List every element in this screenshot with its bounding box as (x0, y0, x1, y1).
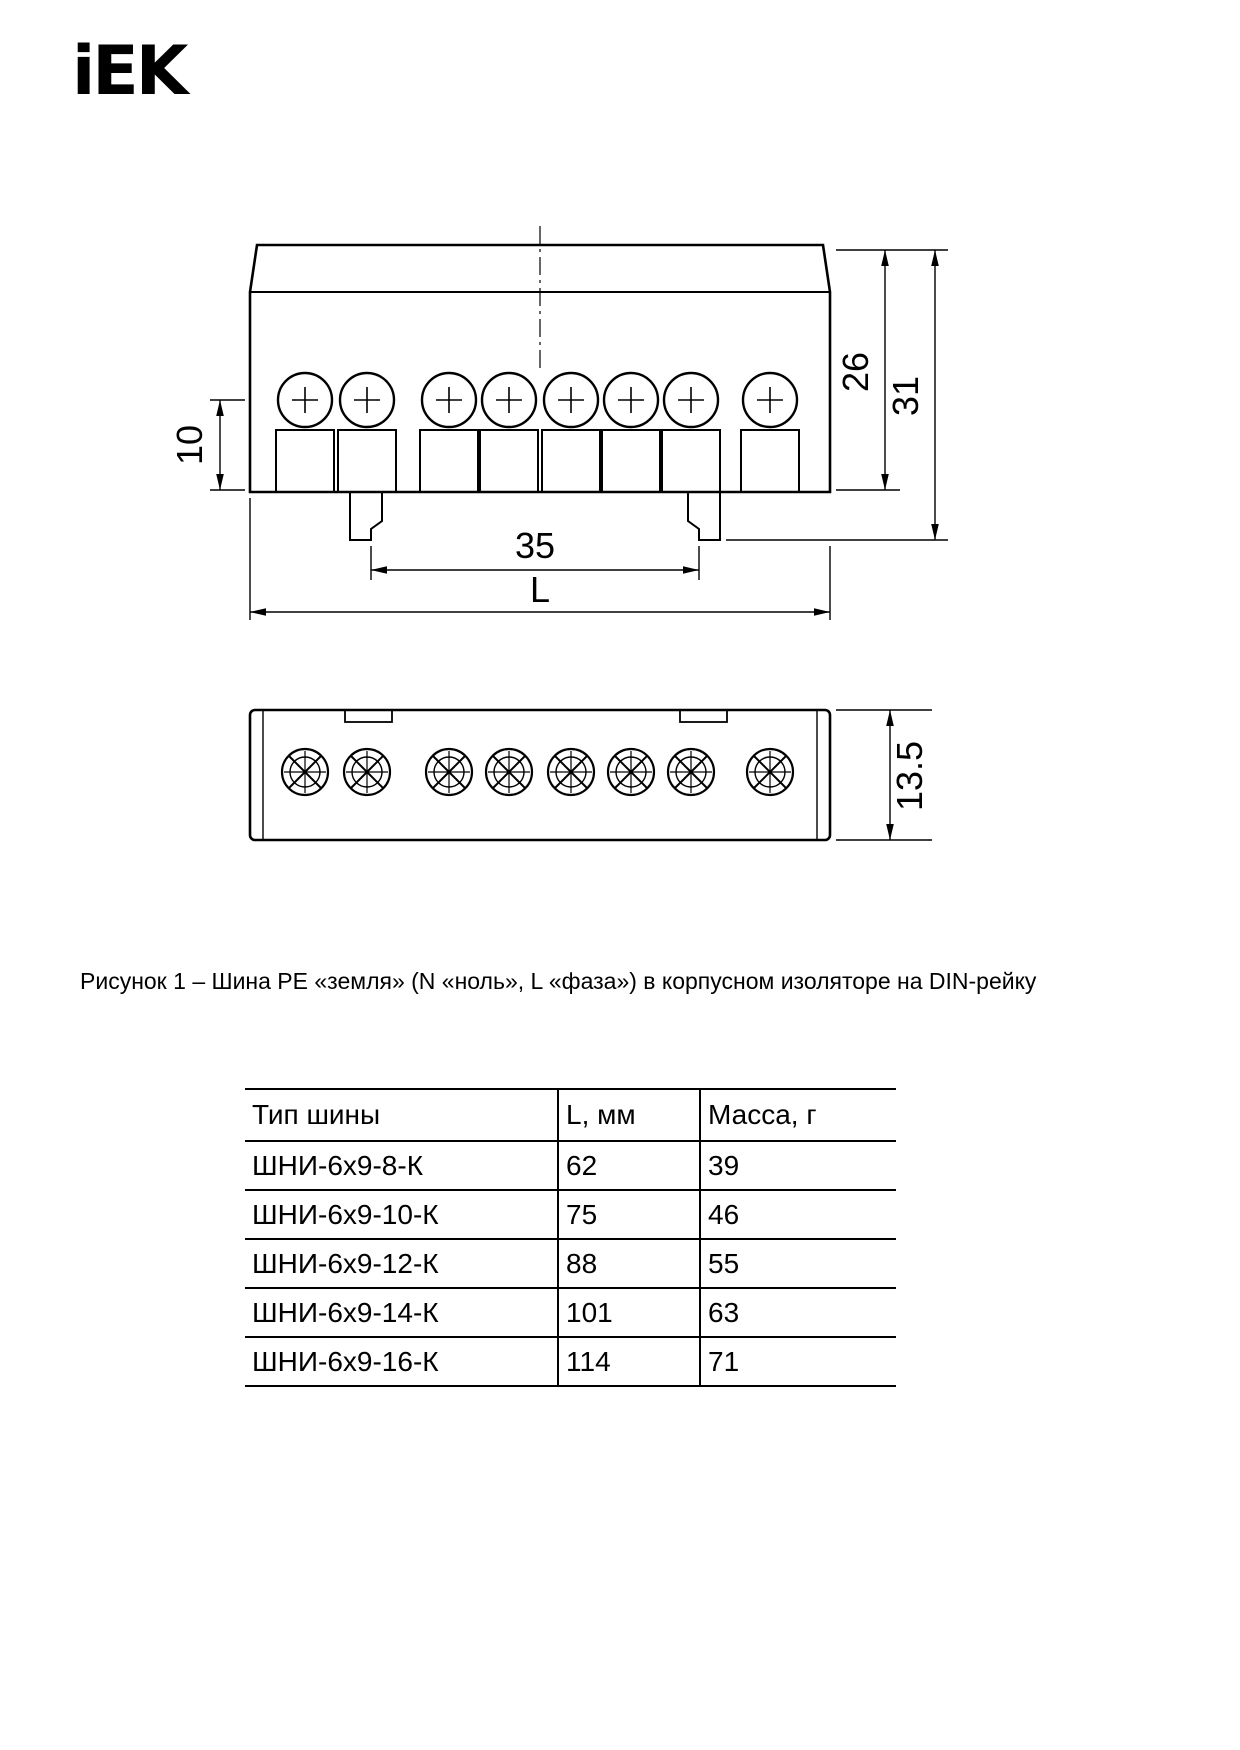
col-header-length: L, мм (557, 1088, 700, 1141)
table-cell-mass: 71 (699, 1336, 896, 1387)
bus-types-table: Тип шины L, мм Масса, г ШНИ-6х9-8-К 62 3… (245, 1088, 896, 1387)
technical-drawing: 10 26 31 35 L 13.5 (169, 226, 948, 842)
table-cell-type: ШНИ-6х9-16-К (245, 1336, 558, 1387)
table-cell-type: ШНИ-6х9-14-К (245, 1287, 558, 1337)
table-cell-length: 75 (557, 1189, 700, 1239)
table-cell-mass: 39 (699, 1140, 896, 1190)
table-row: ШНИ-6х9-14-К 101 63 (245, 1287, 896, 1337)
table-cell-type: ШНИ-6х9-10-К (245, 1189, 558, 1239)
bottom-dimensions (836, 709, 932, 841)
table-cell-mass: 46 (699, 1189, 896, 1239)
clip-slot-right (679, 709, 728, 723)
table-row: ШНИ-6х9-8-К 62 39 (245, 1140, 896, 1190)
col-header-mass: Масса, г (699, 1088, 896, 1141)
dim-label-13-5: 13.5 (889, 741, 930, 811)
table-cell-length: 88 (557, 1238, 700, 1288)
front-dimensions (210, 249, 948, 620)
bottom-view (248, 708, 832, 842)
terminals-row (274, 371, 801, 494)
table-row: ШНИ-6х9-10-К 75 46 (245, 1189, 896, 1239)
table-cell-length: 114 (557, 1336, 700, 1387)
clip-slot-left (344, 709, 393, 723)
dimension-labels: 10 26 31 35 L 13.5 (169, 352, 930, 811)
dim-label-31: 31 (885, 376, 926, 416)
table-cell-type: ШНИ-6х9-12-К (245, 1238, 558, 1288)
table-cell-length: 101 (557, 1287, 700, 1337)
table-row: ШНИ-6х9-16-К 114 71 (245, 1336, 896, 1387)
table-header-row: Тип шины L, мм Масса, г (245, 1088, 896, 1141)
bottom-body-outline (248, 708, 832, 842)
table-cell-type: ШНИ-6х9-8-К (245, 1140, 558, 1190)
table-cell-mass: 63 (699, 1287, 896, 1337)
dim-label-35: 35 (515, 525, 555, 566)
table-cell-mass: 55 (699, 1238, 896, 1288)
figure-caption: Рисунок 1 – Шина PE «земля» (N «ноль», L… (80, 968, 1037, 994)
dim-label-26: 26 (835, 352, 876, 392)
screws-row (280, 747, 795, 797)
table-row: ШНИ-6х9-12-К 88 55 (245, 1238, 896, 1288)
col-header-type: Тип шины (245, 1088, 558, 1141)
dim-label-10: 10 (169, 425, 210, 465)
din-clip-right (687, 492, 721, 541)
dim-label-L: L (530, 569, 550, 610)
table-cell-length: 62 (557, 1140, 700, 1190)
iek-logo: iEK (72, 32, 188, 111)
front-view (248, 226, 832, 541)
din-clip-left (349, 492, 383, 541)
